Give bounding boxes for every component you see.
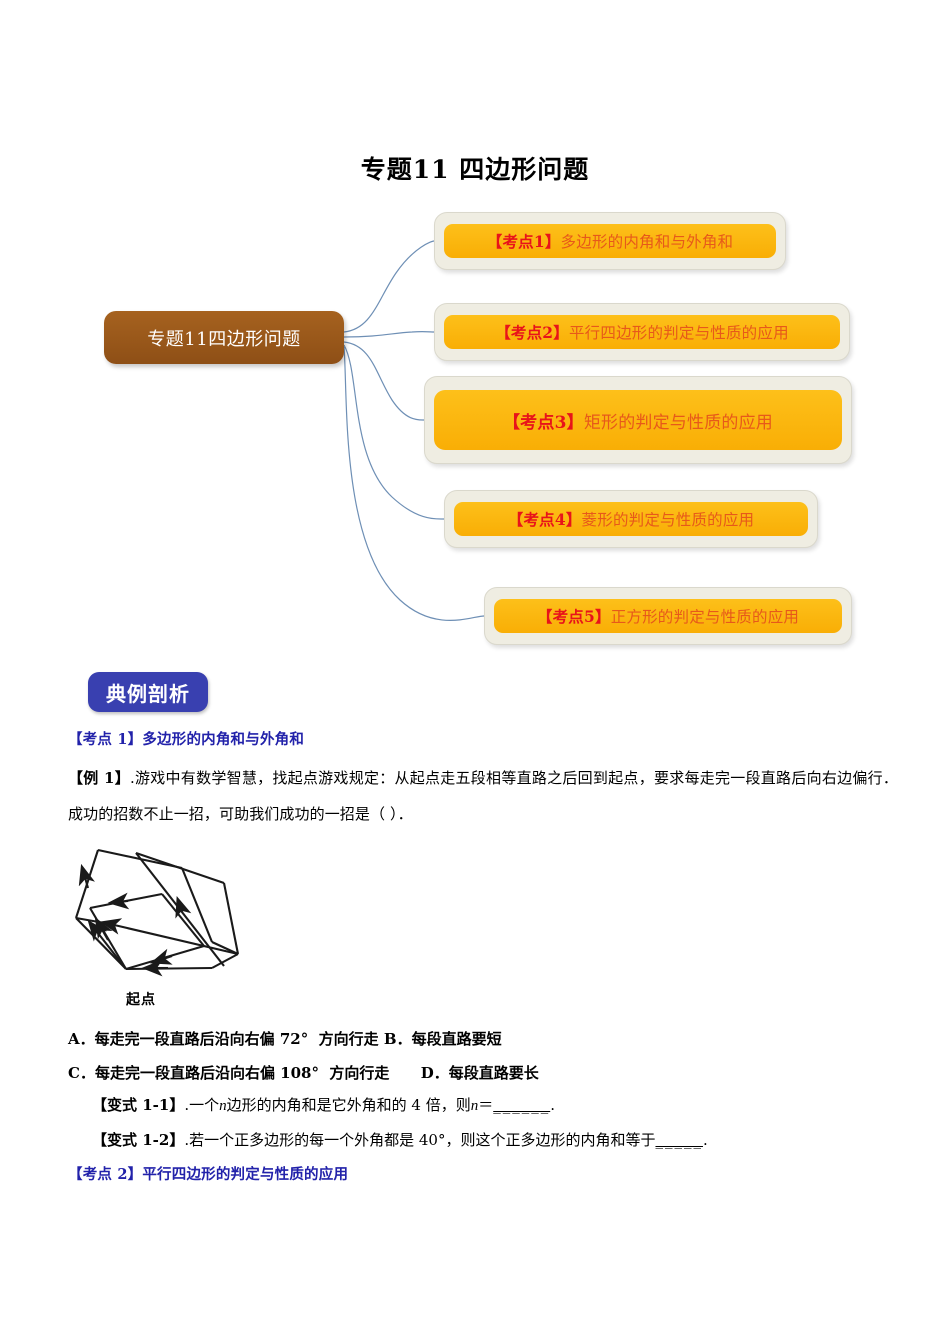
mindmap-node-kaodian4-label: 菱形的判定与性质的应用 <box>581 511 755 529</box>
variant-1-1-text-a: .一个 <box>184 1096 220 1114</box>
mindmap-root-node[interactable]: 专题11四边形问题 <box>104 311 344 364</box>
mindmap-node-kaodian3-tag: 【考点3】 <box>502 412 584 433</box>
variant-1-2: 【变式 1-2】.若一个正多边形的每一个外角都是 40°，则这个正多边形的内角和… <box>92 1123 902 1157</box>
variant-1-2-lead: 【变式 1-2】 <box>92 1131 185 1149</box>
example1-lead: 【例 1】 <box>68 769 130 787</box>
variant-1-1-text-b: 边形的内角和是它外角和的 4 倍，则 <box>226 1096 471 1114</box>
mindmap-node-kaodian5-text: 【考点5】正方形的判定与性质的应用 <box>537 605 799 627</box>
page-title: 专题11 四边形问题 <box>360 155 590 184</box>
mindmap-node-kaodian4[interactable]: 【考点4】菱形的判定与性质的应用 <box>444 490 818 548</box>
variant-1-1-lead: 【变式 1-1】 <box>92 1096 185 1114</box>
section-badge-label: 典例剖析 <box>106 681 190 706</box>
mindmap-node-kaodian1-pill: 【考点1】多边形的内角和与外角和 <box>444 224 776 258</box>
kaodian1-heading-tag: 【考点 1】 <box>68 731 143 748</box>
variant-1-2-text: .若一个正多边形的每一个外角都是 40°，则这个正多边形的内角和等于 <box>184 1131 656 1149</box>
mindmap-node-kaodian2-tag: 【考点2】 <box>495 323 569 342</box>
mindmap-node-kaodian2-text: 【考点2】平行四边形的判定与性质的应用 <box>495 321 789 343</box>
kaodian1-heading-label: 多边形的内角和与外角和 <box>142 731 305 748</box>
mindmap-node-kaodian1-tag: 【考点1】 <box>486 232 561 251</box>
variant-questions: 【变式 1-1】.一个n边形的内角和是它外角和的 4 倍，则n＝______. … <box>92 1088 902 1157</box>
choice-line-ab: A．每走完一段直路后沿向右偏 72° 方向行走 B．每段直路要短 <box>68 1030 502 1048</box>
mindmap-node-kaodian3-text: 【考点3】矩形的判定与性质的应用 <box>503 408 773 433</box>
mindmap-node-kaodian3-label: 矩形的判定与性质的应用 <box>583 412 774 433</box>
mindmap-node-kaodian1[interactable]: 【考点1】多边形的内角和与外角和 <box>434 212 786 270</box>
variant-1-1: 【变式 1-1】.一个n边形的内角和是它外角和的 4 倍，则n＝______. <box>92 1088 902 1123</box>
mindmap-node-kaodian2[interactable]: 【考点2】平行四边形的判定与性质的应用 <box>434 303 850 361</box>
mindmap-node-kaodian1-label: 多边形的内角和与外角和 <box>560 233 734 251</box>
variant-1-1-var-n2: n <box>470 1098 479 1114</box>
choice-line-cd: C．每走完一段直路后沿向右偏 108° 方向行走 D．每段直路要长 <box>68 1064 539 1082</box>
mindmap-node-kaodian4-text: 【考点4】菱形的判定与性质的应用 <box>508 508 755 530</box>
content-body: 【考点 1】多边形的内角和与外角和 【例 1】.游戏中有数学智慧，找起点游戏规定… <box>68 728 898 832</box>
section-badge-dianli-pouxi: 典例剖析 <box>88 672 208 712</box>
kaodian2-heading-label: 平行四边形的判定与性质的应用 <box>142 1166 349 1183</box>
kaodian2-heading: 【考点 2】平行四边形的判定与性质的应用 <box>68 1163 348 1184</box>
mindmap-node-kaodian2-pill: 【考点2】平行四边形的判定与性质的应用 <box>444 315 840 349</box>
mindmap-node-kaodian5-pill: 【考点5】正方形的判定与性质的应用 <box>494 599 842 633</box>
mindmap-node-kaodian5-tag: 【考点5】 <box>536 607 611 626</box>
figure-start-label: 起点 <box>126 992 156 1008</box>
mindmap-node-kaodian4-tag: 【考点4】 <box>507 510 582 529</box>
kaodian2-heading-tag: 【考点 2】 <box>68 1166 143 1183</box>
polygon-path-figure: 起点 <box>72 846 282 1021</box>
variant-1-1-eq: ＝ <box>478 1096 494 1114</box>
mindmap-node-kaodian5[interactable]: 【考点5】正方形的判定与性质的应用 <box>484 587 852 645</box>
mindmap-node-kaodian4-pill: 【考点4】菱形的判定与性质的应用 <box>454 502 808 536</box>
polygon-path-svg <box>75 848 240 977</box>
mindmap-root-label: 专题11四边形问题 <box>147 328 301 350</box>
mindmap-node-kaodian3-pill: 【考点3】矩形的判定与性质的应用 <box>434 390 842 450</box>
variant-1-1-var-n: n <box>219 1098 227 1114</box>
variant-1-2-period: . <box>702 1131 708 1149</box>
mindmap-node-kaodian5-label: 正方形的判定与性质的应用 <box>610 608 800 626</box>
variant-1-2-answer-blank: _____ <box>655 1131 703 1149</box>
mindmap-node-kaodian3[interactable]: 【考点3】矩形的判定与性质的应用 <box>424 376 852 464</box>
variant-1-1-answer-blank: ______ <box>493 1096 551 1114</box>
variant-1-1-period: . <box>550 1096 555 1114</box>
example1-text: .游戏中有数学智慧，找起点游戏规定：从起点走五段相等直路之后回到起点，要求每走完… <box>68 769 898 823</box>
mindmap-node-kaodian2-label: 平行四边形的判定与性质的应用 <box>568 324 789 342</box>
mindmap-node-kaodian1-text: 【考点1】多边形的内角和与外角和 <box>487 230 734 252</box>
example1-paragraph: 【例 1】.游戏中有数学智慧，找起点游戏规定：从起点走五段相等直路之后回到起点，… <box>68 760 898 832</box>
example1-choices: A．每走完一段直路后沿向右偏 72° 方向行走 B．每段直路要短 C．每走完一段… <box>68 1022 898 1090</box>
mindmap: 专题11四边形问题 【考点1】多边形的内角和与外角和 【考点2】平行四边形的判定… <box>0 195 950 665</box>
mindmap-connectors <box>343 240 485 621</box>
kaodian1-heading: 【考点 1】多边形的内角和与外角和 <box>68 728 898 749</box>
